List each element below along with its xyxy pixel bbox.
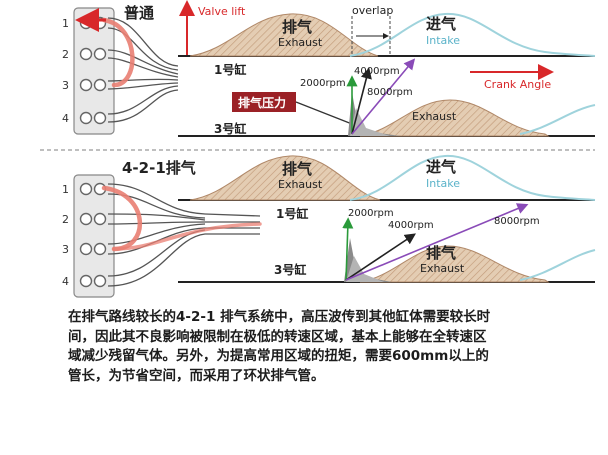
cylinder-number: 3 [62,243,69,256]
cyl3-exhaust-curve [359,99,550,137]
cylinder-number: 1 [62,17,69,30]
intake-label-en: Intake [426,34,460,47]
rpm-label: 8000rpm [494,216,540,227]
rpm-arrow-8000 [345,203,529,281]
cyl3-exhaust-label-en: Exhaust [412,110,457,123]
cylinder-number: 1 [62,183,69,196]
exhaust-manifold-top [107,17,179,123]
caption-text: 在排气路线较长的4-2-1 排气系统中，高压波传到其他缸体需要较长时 间，因此其… [68,308,578,386]
top-panel: 1 2 3 4 普通 Valve lift Crank Angle 排气 Exh… [62,0,596,137]
rpm-label: 4000rpm [388,220,434,231]
exhaust-label-en: Exhaust [278,36,323,49]
cylinder-number: 3 [62,79,69,92]
rpm-label: 2000rpm [348,208,394,219]
cyl1-label: 1号缸 [276,206,308,221]
rpm-arrow-4000 [345,233,416,281]
pressure-wave-4000 [350,108,390,136]
cyl3-intake-curve [519,104,596,135]
rpm-arrow-2000 [342,217,354,281]
cyl3-exhaust-label-cn: 排气 [426,244,456,262]
exhaust-flow-path-long [112,222,262,251]
engine-block-bottom [73,174,115,298]
cylinder-number: 2 [62,48,69,61]
cyl3-label: 3号缸 [274,262,306,277]
cyl3-label: 3号缸 [214,121,246,136]
pressure-pointer [295,101,353,125]
cyl1-label: 1号缸 [214,62,246,77]
panel-title: 普通 [124,4,154,22]
pressure-tag [232,92,296,112]
cylinder-number: 4 [62,112,69,125]
overlap-label: overlap [352,4,393,17]
x-axis-label: Crank Angle [484,78,551,91]
intake-valve-curve [349,154,596,201]
exhaust-label-en: Exhaust [278,178,323,191]
panel-title: 4-2-1排气 [122,159,196,177]
caption-line: 间，因此其不良影响被限制在极低的转速区域，基本上能够在全转速区 [68,328,487,345]
exhaust-flow-path [101,17,135,88]
intake-label-cn: 进气 [426,158,456,176]
intake-label-en: Intake [426,177,460,190]
cylinder-number: 2 [62,213,69,226]
engine-block-top [73,7,115,135]
exhaust-label-cn: 排气 [282,160,312,178]
rpm-label: 2000rpm [300,78,346,89]
exhaust-label-cn: 排气 [282,18,312,36]
cylinder-ports-bottom [79,182,107,288]
exhaust-valve-curve [189,155,381,201]
rpm-arrow-8000 [351,58,416,135]
caption-line: 管长，为节省空间，而采用了环状排气管。 [68,367,325,384]
caption-line: 在排气路线较长的4-2-1 排气系统中，高压波传到其他缸体需要较长时 [68,309,491,325]
cylinder-ports-top [79,16,107,125]
caption-line: 域减少残留气体。另外，为提高常用区域的扭矩，需要600mm以上的 [68,348,489,364]
intake-label-cn: 进气 [426,15,456,33]
rpm-label: 4000rpm [354,66,400,77]
cyl3-intake-curve [519,249,596,281]
pressure-tag-label: 排气压力 [238,95,286,110]
rpm-arrow-4000 [351,67,372,135]
intake-valve-curve [349,12,596,57]
y-axis-label: Valve lift [198,5,246,18]
bottom-panel: 1 2 3 4 4-2-1排气 1号缸 排气 Exhaust 进气 Intake [62,154,596,298]
cyl3-exhaust-label-en: Exhaust [420,262,465,275]
cylinder-number: 4 [62,275,69,288]
exhaust-valve-curve [189,13,379,57]
rpm-label: 8000rpm [367,87,413,98]
cyl3-exhaust-curve [359,245,550,283]
